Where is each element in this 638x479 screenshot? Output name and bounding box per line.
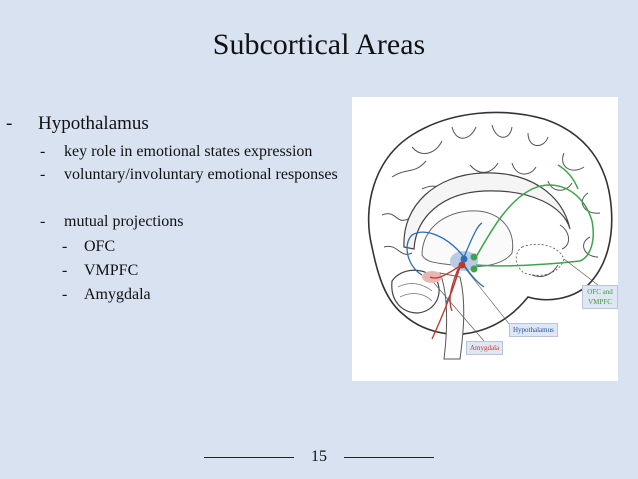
hypothalamus-pathway [406, 231, 465, 276]
label-amygdala: Amygdala [466, 341, 504, 355]
label-ofc-vmpfc: OFC and VMPFC [582, 285, 618, 309]
label-ofc-line2: VMPFC [588, 298, 612, 306]
bullet-label: Amygdala [84, 286, 151, 303]
hypothalamus-node [460, 255, 468, 263]
corpus-callosum [403, 172, 571, 250]
brainstem [439, 272, 465, 360]
bullet-label: Hypothalamus [38, 113, 149, 134]
footer-line-right [344, 457, 434, 458]
page-number: 15 [311, 448, 327, 465]
bullet-amygdala: -Amygdala [62, 286, 151, 304]
brain-fold [547, 180, 573, 191]
label-ofc-line1: OFC and [587, 288, 613, 296]
amygdala-region [422, 271, 442, 283]
bullet-dash: - [62, 286, 68, 303]
bullet-ofc: -OFC [62, 238, 115, 256]
brain-fold [581, 192, 601, 214]
label-hypothalamus: Hypothalamus [509, 323, 558, 337]
bullet-dash: - [6, 113, 13, 134]
brain-fold [559, 224, 569, 250]
brain-fold [583, 236, 599, 258]
brain-fold [383, 245, 413, 255]
brain-fold [391, 160, 427, 178]
amygdala-pathway [449, 268, 459, 312]
ofc-pathway [475, 184, 594, 262]
bullet-vmpfc: -VMPFC [62, 262, 138, 280]
thalamus-region [421, 210, 514, 268]
brain-fold [451, 126, 477, 139]
brain-fold [469, 162, 499, 173]
bullet-hypothalamus: - Hypothalamus [6, 113, 149, 135]
leader-line [563, 258, 599, 286]
brain-fold [531, 264, 559, 278]
brain-illustration [367, 111, 613, 360]
bullet-label: voluntary/involuntary emotional response… [64, 166, 338, 183]
ofc-node [470, 253, 478, 261]
bullet-voluntary: - voluntary/involuntary emotional respons… [40, 166, 338, 184]
slide-title: Subcortical Areas [212, 28, 426, 61]
bullet-label: OFC [84, 238, 116, 255]
bullet-dash: - [40, 143, 46, 160]
leader-line [433, 282, 485, 342]
hypothalamus-pathway [463, 222, 483, 258]
brain-fold [491, 124, 513, 138]
footer-line-left [204, 457, 294, 458]
amygdala-pathway [429, 264, 463, 279]
bullet-dash: - [40, 213, 46, 230]
amygdala-node [458, 261, 466, 269]
bullet-key-role: - key role in emotional states expression [40, 143, 312, 161]
brain-figure: OFC and VMPFC Hypothalamus Amygdala [352, 97, 618, 381]
leader-line [463, 266, 511, 326]
cerebellum-fold [399, 293, 433, 302]
brain-fold [511, 162, 537, 175]
brain-fold [562, 152, 585, 171]
brain-fold [381, 213, 409, 221]
bullet-label: mutual projections [64, 213, 184, 230]
cerebellum-fold [397, 283, 433, 292]
hypothalamus-pathway [463, 264, 485, 288]
brain-fold [527, 132, 549, 146]
bullet-label: VMPFC [84, 262, 139, 279]
bullet-dash: - [40, 166, 46, 183]
bullet-dash: - [62, 238, 68, 255]
amygdala-pathway [431, 266, 461, 340]
ofc-region [515, 243, 565, 276]
bullet-label: key role in emotional states expression [64, 143, 313, 160]
bullet-dash: - [62, 262, 68, 279]
brain-fold [411, 140, 443, 155]
ofc-node [470, 265, 478, 273]
bullet-mutual-projections: - mutual projections [40, 213, 184, 231]
ofc-pathway [557, 164, 579, 190]
